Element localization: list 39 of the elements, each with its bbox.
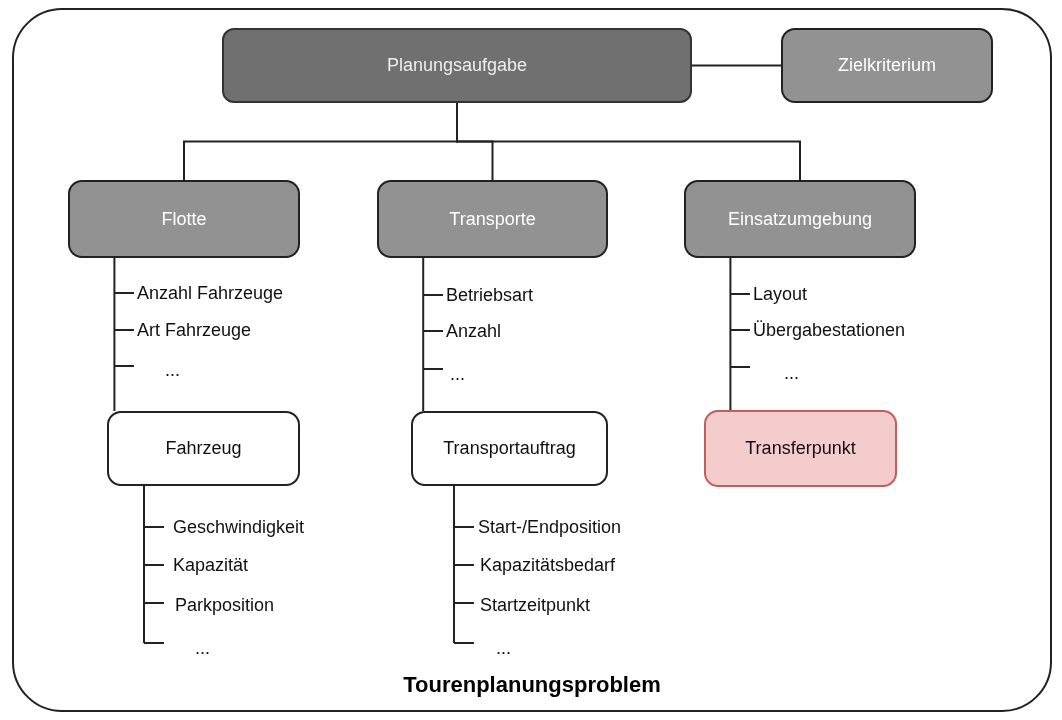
entity-box <box>411 411 608 486</box>
frame-box <box>12 8 1052 712</box>
connector-line <box>691 64 782 67</box>
category-box <box>377 180 608 258</box>
node-label: Transferpunkt <box>745 438 856 459</box>
connector-line <box>113 257 116 412</box>
node-label: Transportauftrag <box>443 438 576 459</box>
category-box <box>684 180 916 258</box>
category-box <box>68 180 300 258</box>
attribute-label: ... <box>784 364 799 382</box>
attribute-label: ... <box>450 365 465 383</box>
highlight-box <box>704 410 897 487</box>
attribute-label: Kapazitätsbedarf <box>480 556 616 574</box>
attribute-label: Betriebsart <box>446 286 534 304</box>
attribute-label: Geschwindigkeit <box>173 518 305 536</box>
node-label: Fahrzeug <box>165 438 242 459</box>
connector-line <box>729 257 732 411</box>
entity-box <box>107 411 300 486</box>
attribute-label: Anzahl Fahrzeuge <box>137 284 284 302</box>
diagram-heading: Tourenplanungsproblem <box>402 672 662 698</box>
attribute-label: ... <box>195 639 210 657</box>
node-label: Einsatzumgebung <box>727 208 873 230</box>
attribute-label: Start-/Endposition <box>478 518 622 536</box>
attribute-label: Kapazität <box>173 556 249 574</box>
attribute-label: Layout <box>753 285 808 303</box>
attribute-label: Übergabestationen <box>753 321 906 339</box>
attribute-label: ... <box>165 361 180 379</box>
attribute-label: Art Fahrzeuge <box>137 321 252 339</box>
category-box <box>781 28 993 103</box>
node-label: Zielkriterium <box>838 55 936 76</box>
attribute-label: Parkposition <box>175 596 275 614</box>
connector-line <box>422 257 425 412</box>
task-box <box>222 28 692 103</box>
attribute-label: Startzeitpunkt <box>480 596 591 614</box>
node-label: Planungsaufgabe <box>386 55 528 76</box>
attribute-label: ... <box>496 639 511 657</box>
node-label: Flotte <box>161 208 207 230</box>
node-label: Transporte <box>449 208 536 230</box>
attribute-label: Anzahl <box>446 322 502 340</box>
